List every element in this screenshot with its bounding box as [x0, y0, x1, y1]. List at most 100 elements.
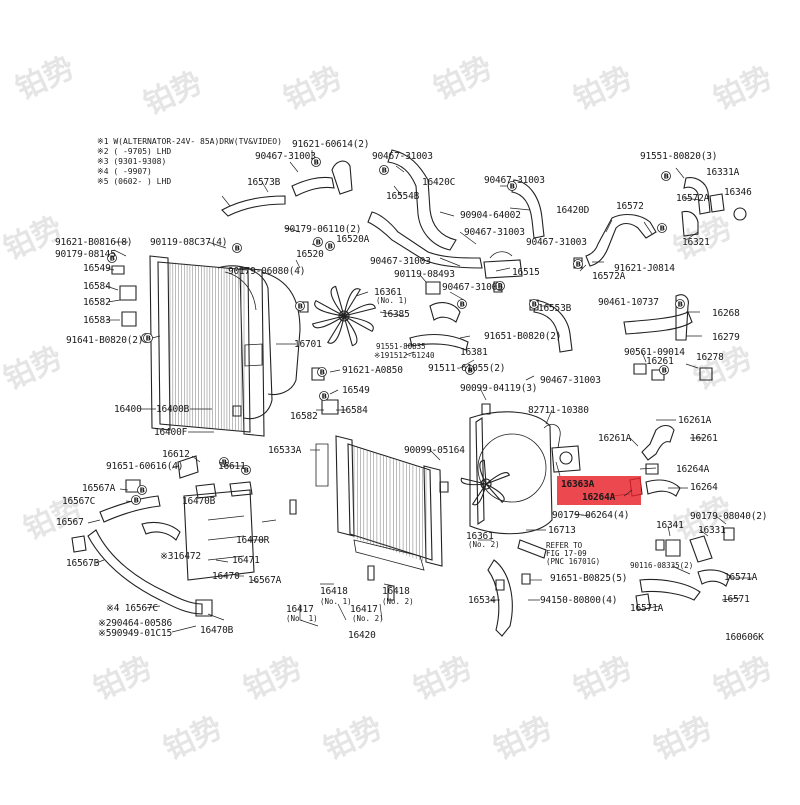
part-label: 94150-80800(4) — [540, 595, 617, 606]
watermark-text: 铂势 — [239, 650, 308, 707]
watermark-text: 铂势 — [409, 650, 478, 707]
part-label: 16418 — [382, 586, 410, 597]
b-marker: B — [325, 241, 335, 251]
part-label: 16533A — [268, 445, 302, 456]
b-marker: B — [495, 281, 505, 291]
part-label: 90467-31003 — [370, 256, 431, 267]
svg-text:B: B — [328, 243, 333, 251]
reserve-tank — [71, 455, 255, 617]
part-label: 82711-10380 — [528, 405, 589, 416]
part-label: 16553B — [538, 303, 572, 314]
part-label: 16582 — [83, 297, 111, 308]
part-label: 16549 — [342, 385, 370, 396]
part-label: 16261 — [690, 433, 718, 444]
radiator-lower — [315, 435, 443, 571]
watermark-text: 铂势 — [649, 710, 718, 767]
part-label: 90467-31003 — [464, 227, 525, 238]
part-label: 16417 — [286, 604, 314, 615]
part-label: (No. 1) — [320, 597, 352, 606]
watermark-text: 铂势 — [489, 710, 558, 767]
part-label: 16264A — [676, 464, 710, 475]
watermark-text: 铂势 — [569, 60, 638, 117]
part-label: 16567A — [248, 575, 282, 586]
b-marker: B — [507, 181, 517, 191]
svg-text:B: B — [532, 301, 537, 309]
b-marker: B — [457, 299, 467, 309]
part-label: 16520A — [336, 234, 370, 245]
note-3: ※3 (9301-9308) — [97, 157, 166, 166]
part-label: 16567A — [82, 483, 116, 494]
svg-text:B: B — [460, 301, 465, 309]
notes-block: ※1 W(ALTERNATOR-24V- 85A)DRW(TV&VIDEO) ※… — [97, 137, 282, 186]
fan-shroud-lower — [469, 411, 553, 637]
svg-text:B: B — [244, 467, 249, 475]
part-label: 16584 — [340, 405, 368, 416]
part-label: (No. 2) — [468, 540, 500, 549]
part-label: (No. 2) — [352, 614, 384, 623]
part-label: 90561-09014 — [624, 347, 685, 358]
highlight-box[interactable] — [557, 476, 641, 505]
fan-blades-no2 — [460, 459, 511, 506]
part-label: REFER TO — [546, 541, 583, 550]
svg-text:B: B — [382, 167, 387, 175]
part-label: 16584 — [83, 281, 111, 292]
b-marker: B — [232, 243, 242, 253]
part-label: 16713 — [548, 525, 576, 536]
svg-text:B: B — [510, 183, 515, 191]
b-marker: B — [295, 301, 305, 311]
b-marker: B — [219, 457, 229, 467]
part-label: 16341 — [656, 520, 684, 531]
part-label: ※590949-01C15 — [98, 628, 172, 639]
part-label: 91641-B0820(2) — [66, 335, 143, 346]
part-label: 16571A — [630, 603, 664, 614]
leader-lines — [87, 150, 752, 633]
highlight-callout[interactable]: 16363A 16264A — [555, 461, 641, 505]
part-label: 16278 — [696, 352, 724, 363]
part-label: 16400F — [154, 427, 188, 438]
svg-text:B: B — [678, 301, 683, 309]
svg-text:B: B — [316, 239, 321, 247]
part-label: 90467-31003 — [526, 237, 587, 248]
b-marker: B — [573, 259, 583, 269]
part-label: 16261A — [598, 433, 632, 444]
part-label: 90119-08C37(4) — [150, 237, 227, 248]
part-label: 16261 — [646, 356, 674, 367]
part-label: 16470R — [236, 535, 270, 546]
svg-text:B: B — [322, 393, 327, 401]
part-label: (PNC 16701G) — [546, 557, 600, 566]
watermark-text: 铂势 — [159, 710, 228, 767]
part-drawings — [71, 149, 747, 637]
part-label: 91551-80820(3) — [640, 151, 717, 162]
part-label: 90099-05164 — [404, 445, 465, 456]
b-marker: B — [675, 299, 685, 309]
svg-text:B: B — [576, 261, 581, 269]
watermark-text: 铂势 — [0, 340, 68, 397]
part-label: 91551-80835 — [376, 342, 426, 351]
part-label: 16554B — [386, 191, 420, 202]
part-label: ※316472 — [160, 551, 201, 562]
b-marker: B — [379, 165, 389, 175]
part-label: 16400 — [114, 404, 142, 415]
b-marker: B — [241, 465, 251, 475]
part-label: 91511-61055(2) — [428, 363, 505, 374]
part-label: 16572 — [616, 201, 644, 212]
b-marker: B — [313, 237, 323, 247]
part-labels: 91621-60614(2) 90467-31003 16573B 16420C… — [55, 139, 767, 643]
part-label: 16420D — [556, 205, 590, 216]
part-label: 91621-B0816(8) — [55, 237, 132, 248]
part-label: 16261A — [678, 415, 712, 426]
part-label: 16418 — [320, 586, 348, 597]
part-label: 16567B — [66, 558, 100, 569]
upper-hoses — [221, 149, 747, 381]
part-label: 16264 — [690, 482, 718, 493]
svg-text:B: B — [222, 459, 227, 467]
part-label: 16381 — [460, 347, 488, 358]
svg-text:B: B — [664, 173, 669, 181]
part-label: (No. 1) — [286, 614, 318, 623]
part-label: 16549 — [83, 263, 111, 274]
part-label: 16571A — [724, 572, 758, 583]
b-marker: B — [657, 223, 667, 233]
highlight-part-1: 16363A — [561, 479, 595, 490]
fasteners — [232, 257, 665, 601]
part-label: 16400B — [156, 404, 190, 415]
